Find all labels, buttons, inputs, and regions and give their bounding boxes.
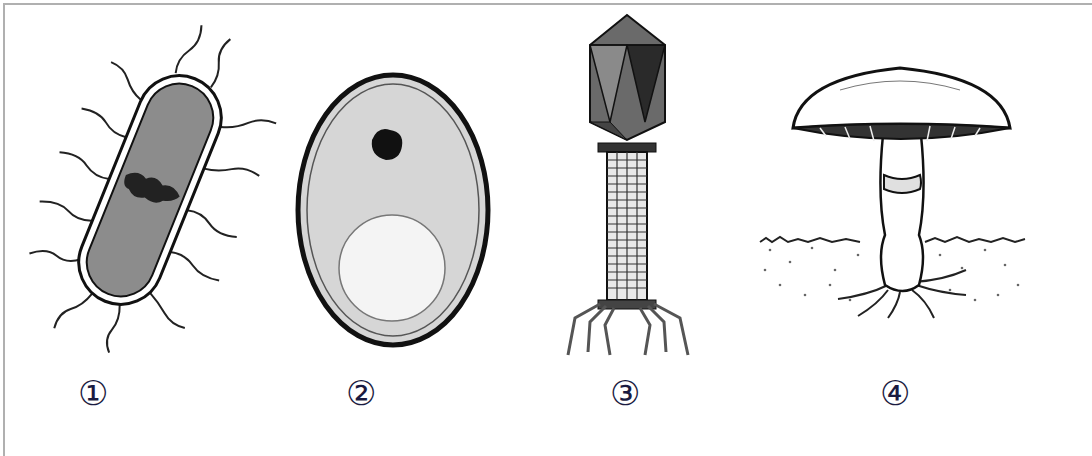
callout-number: ③ — [610, 376, 640, 410]
yeast-cell-drawing — [298, 75, 488, 345]
bacterium-drawing — [0, 0, 305, 381]
mushroom-drawing — [760, 68, 1025, 318]
callout-number: ② — [346, 376, 376, 410]
callout-number: ④ — [880, 376, 910, 410]
bacteriophage-drawing — [568, 15, 688, 355]
callout-number: ① — [78, 376, 108, 410]
